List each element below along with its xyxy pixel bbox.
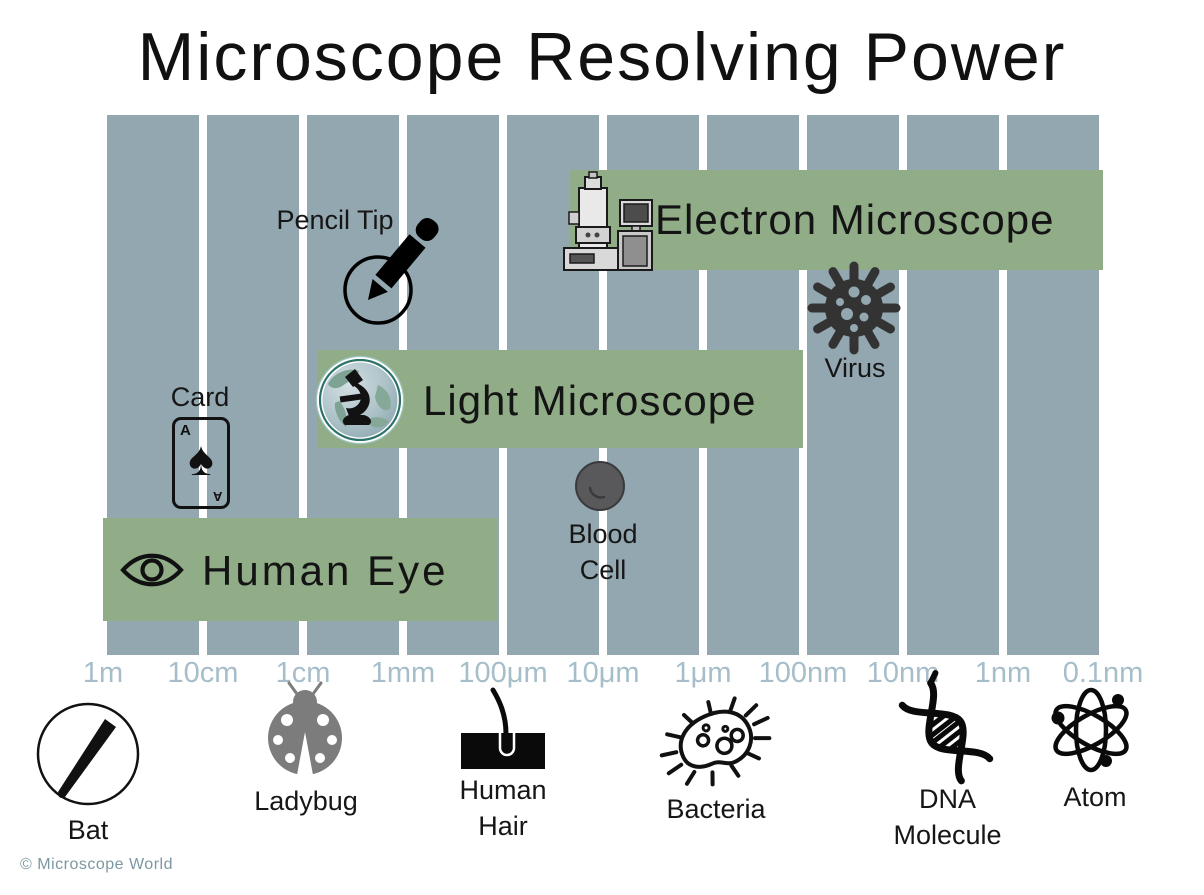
ladybug-icon	[268, 681, 342, 775]
card-rank: A	[180, 422, 191, 439]
scale-label: 0.1nm	[1062, 657, 1144, 689]
atom-label: Atom	[1063, 782, 1127, 812]
card-icon: A ♠ A	[172, 417, 230, 509]
scale-label: 1m	[82, 657, 124, 689]
human-eye-label: Human Eye	[202, 547, 449, 594]
scale-label: 1μm	[674, 657, 732, 689]
bat-icon	[36, 702, 140, 806]
dna-molecule-label: DNA Molecule	[893, 784, 1002, 850]
blood-cell-label: Blood Cell	[568, 519, 638, 585]
blood-cell-icon	[575, 461, 625, 511]
spade-icon: ♠	[188, 433, 214, 486]
pencil-tip-label: Pencil Tip	[276, 205, 394, 235]
bacteria-label: Bacteria	[666, 794, 766, 824]
dna-molecule-icon	[898, 669, 994, 785]
card-label: Card	[170, 382, 230, 412]
scale-label: 10nm	[866, 657, 940, 689]
atom-icon	[1051, 687, 1129, 773]
human-eye-band	[103, 518, 497, 621]
electron-microscope-icon	[563, 171, 653, 271]
virus-icon	[807, 261, 901, 355]
pencil-tip-icon	[343, 218, 439, 325]
copyright-text: © Microscope World	[20, 856, 173, 873]
scale-label: 10cm	[167, 657, 239, 689]
electron-microscope-band	[570, 170, 1103, 270]
page-title: Microscope Resolving Power	[137, 19, 1067, 95]
scale-label: 1nm	[974, 657, 1032, 689]
light-microscope-label: Light Microscope	[423, 377, 757, 424]
human-hair-label: Human Hair	[459, 775, 547, 841]
card-rank-bottom: A	[212, 489, 222, 504]
human-hair-icon	[461, 687, 545, 769]
scale-label: 1mm	[370, 657, 436, 689]
light-microscope-globe-icon	[315, 355, 405, 445]
scale-label: 10μm	[566, 657, 640, 689]
electron-microscope-label: Electron Microscope	[655, 196, 1055, 243]
bacteria-icon	[659, 696, 772, 787]
scale-label: 100nm	[758, 657, 848, 689]
scale-label: 100μm	[458, 657, 548, 689]
ladybug-label: Ladybug	[254, 786, 358, 816]
bat-label: Bat	[67, 815, 109, 845]
human-eye-icon	[120, 553, 184, 587]
virus-label: Virus	[824, 353, 886, 383]
